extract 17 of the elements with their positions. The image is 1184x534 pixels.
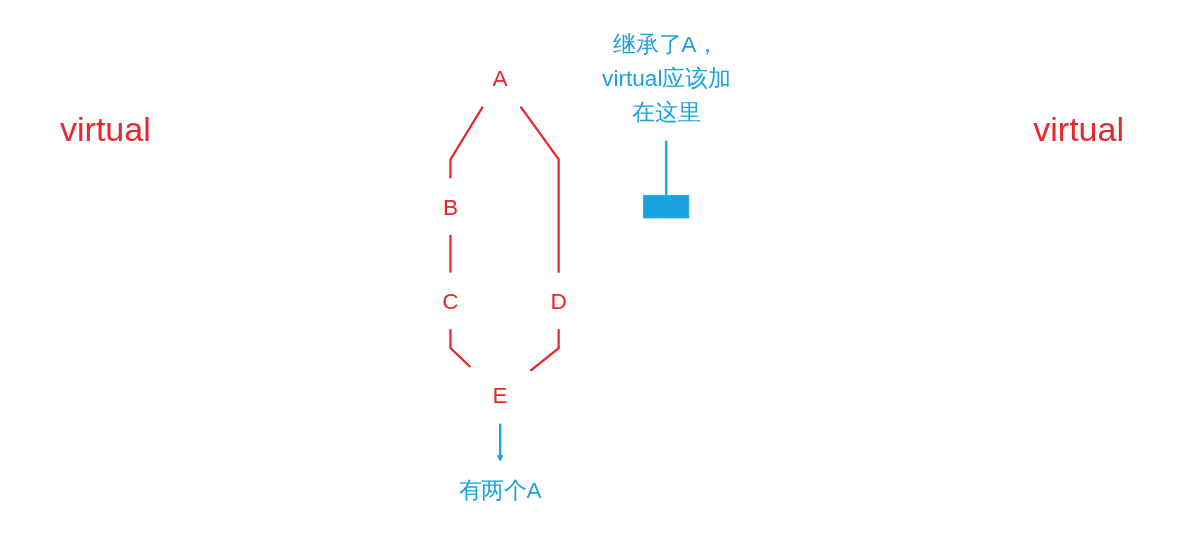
connector: [529, 329, 560, 372]
connector: [449, 329, 472, 368]
node-text: C: [442, 288, 459, 314]
node-text: A: [492, 65, 508, 91]
connector: [665, 140, 668, 196]
node-text: 继承了A，virtual应该加在这里: [602, 31, 731, 125]
connector: [449, 234, 452, 273]
arrow: [496, 423, 504, 462]
node-text: E: [492, 382, 508, 408]
annotation-label: virtual: [1033, 110, 1124, 149]
node-text: 有两个A: [458, 477, 542, 503]
annotation-label: virtual: [60, 110, 151, 149]
connector: [519, 105, 560, 273]
node-text: B: [442, 194, 459, 220]
node-bar: [643, 194, 690, 219]
connector: [449, 106, 484, 179]
node-text: D: [550, 288, 567, 314]
